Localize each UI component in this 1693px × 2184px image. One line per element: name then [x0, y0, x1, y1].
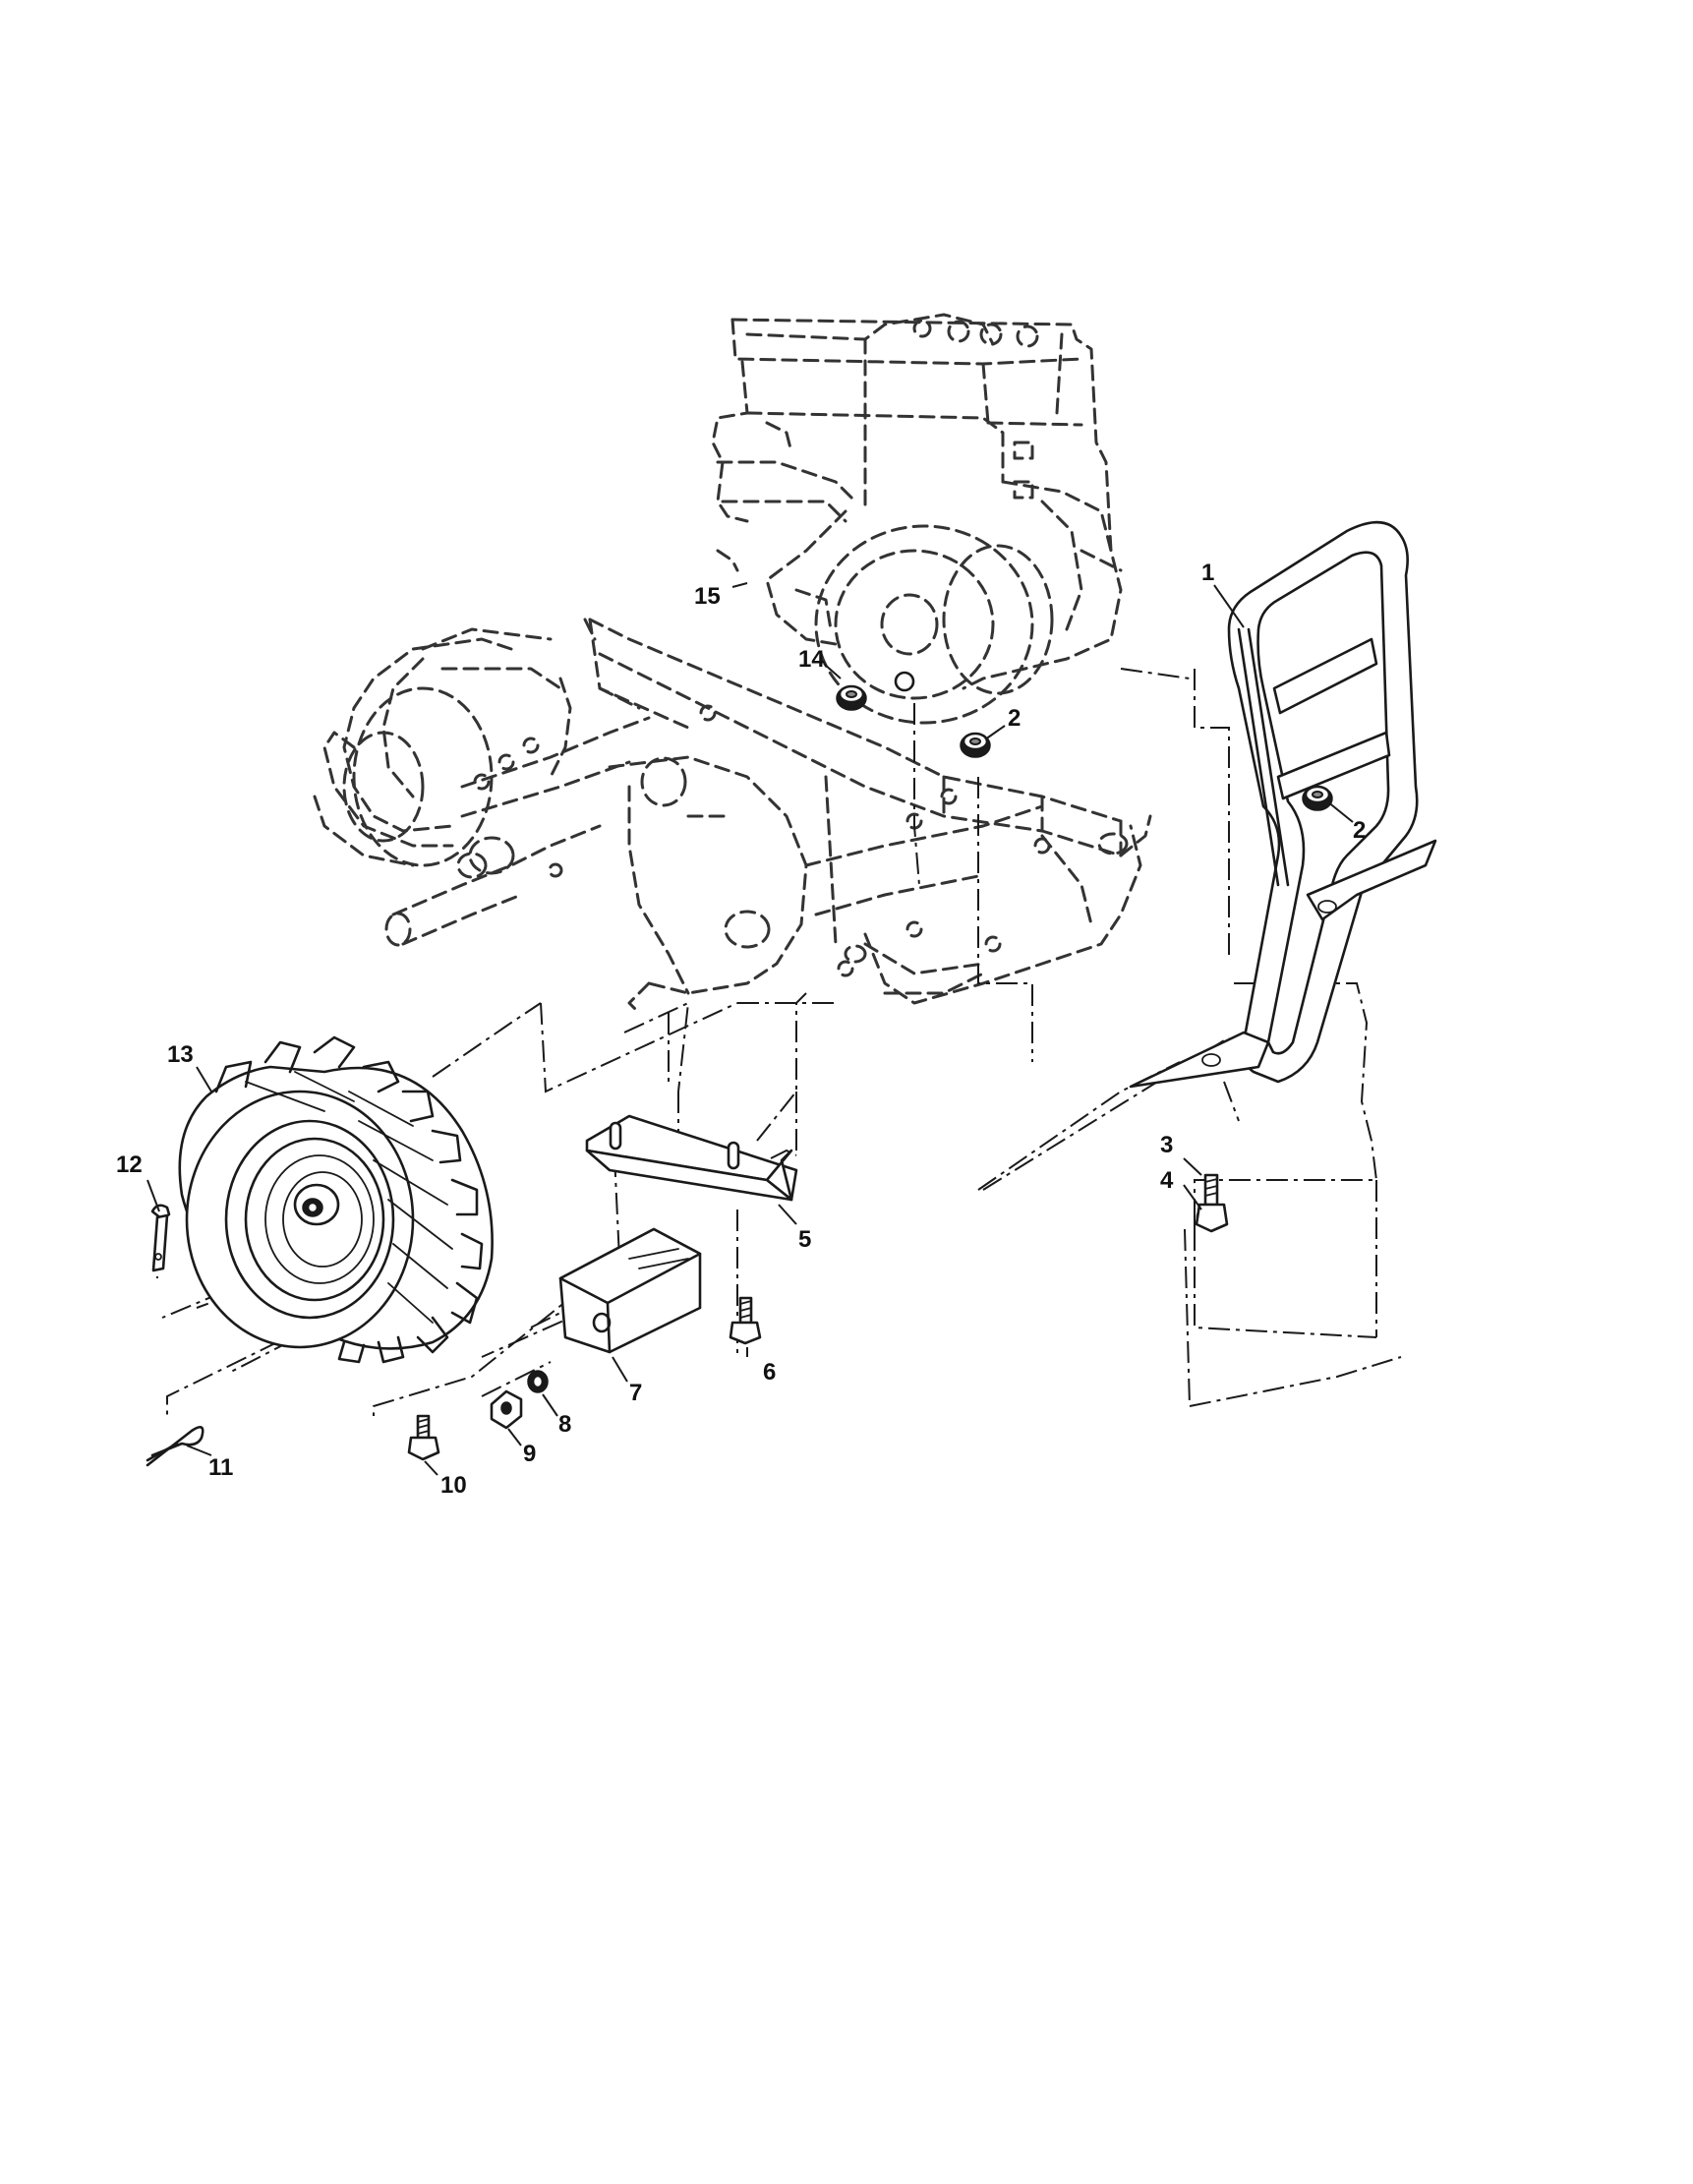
- flange-nut-a: [960, 732, 991, 758]
- callout-3: 3: [1160, 1132, 1173, 1158]
- wheel-weight: [558, 1227, 702, 1354]
- wheel-tire: [178, 1035, 494, 1364]
- callout-15: 15: [694, 583, 721, 610]
- clevis-pin: [150, 1204, 171, 1272]
- hairpin-clip: [146, 1426, 204, 1467]
- callout-12: 12: [116, 1151, 143, 1178]
- leader-lines: [146, 582, 1354, 1476]
- callout-6: 6: [763, 1359, 776, 1386]
- callout-labels: 1 2 2 3 4 5 6 7 8 9 10 11 12 13 14 15: [116, 560, 1366, 1499]
- flange-nut-b: [1302, 785, 1333, 811]
- callout-5: 5: [798, 1226, 811, 1253]
- engine-outline: [711, 313, 1123, 725]
- callout-8: 8: [558, 1411, 571, 1438]
- flange-nut-14: [836, 671, 915, 711]
- callout-4: 4: [1160, 1167, 1174, 1194]
- callout-9: 9: [523, 1441, 536, 1467]
- lock-washer-8: [527, 1370, 549, 1393]
- hex-nut-9: [490, 1389, 523, 1430]
- callout-7: 7: [629, 1380, 642, 1406]
- tiller-frame-outline: [313, 618, 1152, 1015]
- callout-14: 14: [798, 646, 825, 673]
- bolt-4: [1195, 1173, 1229, 1233]
- callout-10: 10: [440, 1472, 467, 1499]
- callout-11: 11: [208, 1454, 233, 1481]
- weight-bracket: [585, 1114, 798, 1202]
- callout-2a: 2: [1008, 705, 1021, 732]
- callout-1: 1: [1201, 560, 1214, 586]
- callout-2b: 2: [1353, 817, 1366, 844]
- callout-13: 13: [167, 1041, 194, 1068]
- bolt-6: [729, 1296, 762, 1345]
- bolt-10: [407, 1414, 440, 1461]
- front-bumper: [1129, 520, 1437, 1089]
